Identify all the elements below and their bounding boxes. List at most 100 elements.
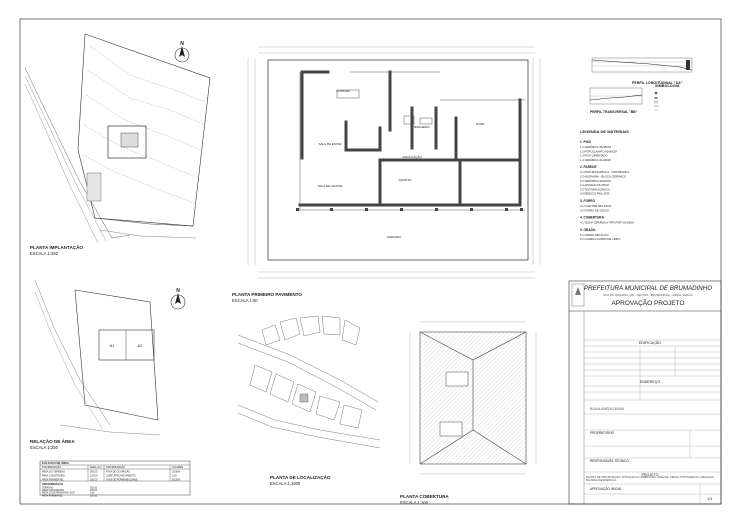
area-sub-title: DISCRIMINAÇÃO <box>42 481 63 486</box>
legend-item: 2.1 PINTURA ACRÍLICA - COR BRANCA <box>580 170 629 174</box>
location-plan-title: PLANTA DE LOCALIZAÇÃO <box>270 474 331 480</box>
site-plan-scale: ESCALA 1:250 <box>30 251 59 256</box>
legend-item: 1.1 CERÂMICA 45x45CM <box>580 145 612 149</box>
area-sub-label: ÁREA CONSTRUÍDA PAV. SUP. <box>42 492 75 495</box>
room-cozinha: COZINHA <box>336 89 350 93</box>
address-value: RUA ALAMEDA DIVINA <box>590 407 625 411</box>
area-label-a2: A2 <box>138 343 144 348</box>
legend-title: LEGENDA DE MATERIAIS <box>580 129 629 134</box>
longitudinal-profile <box>591 57 693 73</box>
area-sub-label: TERRENO <box>42 488 53 490</box>
roof-plan <box>409 321 537 475</box>
area-row-value: 500,00 <box>90 471 98 474</box>
area-sub-value: 500,00 <box>90 488 98 490</box>
area-sub-value: 250,00 <box>90 495 98 497</box>
area-row-value-2: 50,00% <box>172 479 181 482</box>
roof-plan-title: PLANTA COBERTURA <box>400 494 449 499</box>
area-row-value-2: 0,25 <box>172 475 177 478</box>
sheet-border <box>19 18 722 505</box>
area-table-title: CÁLCULO DE ÁREA <box>42 460 69 465</box>
area-row-label: ÁREA PERMEÁVEL <box>42 479 64 482</box>
sheet-number: 1/1 <box>708 497 713 501</box>
section-responsavel: RESPONSÁVEL TÉCNICO <box>590 458 629 463</box>
legend-item: 3.2 FORRO DE GESSO <box>580 208 609 212</box>
title-block: PREFEITURA MUNICIPAL DE BRUMADINHO RUA D… <box>568 280 722 505</box>
floor-plan: SALA DE ESTAR SALA DE JANTAR COZINHA BAN… <box>247 46 541 279</box>
room-circulacao: CIRCULAÇÃO <box>402 154 422 159</box>
longitudinal-profile-title: PERFIL LONGITUDINAL "AA" <box>632 81 683 85</box>
legend-item: 2.2 ALVENARIA - BLOCO CERÂMICO <box>580 175 626 179</box>
area-relation-scale: ESCALA 1:250 <box>30 445 59 450</box>
legend-item: 5.1 GRADIL METÁLICO <box>580 233 609 237</box>
project-desc-wrap: PLANTA DE IMPLANTAÇÃO, SITUAÇÃO E COBERT… <box>586 476 715 482</box>
legend-item: 1.2 PORCELANATO 60x60CM <box>580 149 618 153</box>
area-row-label: ÁREA CONSTRUÍDA <box>42 475 65 478</box>
north-arrow-pointer-2 <box>175 293 181 304</box>
area-table-h0: DISCRIMINAÇÃO <box>42 466 61 469</box>
area-sub-value: 0,00 <box>90 493 95 495</box>
floor-plan-scale: ESCALA 1:50 <box>232 298 258 303</box>
area-row-value: 125,00 <box>90 475 98 478</box>
legend-item: 3.1 LAJE PRÉ-MOLDADA <box>580 203 612 208</box>
legend-item: 4.1 TELHA CERÂMICA TIPO PORTUGUESA <box>580 221 634 225</box>
project-desc: PLANTA DE IMPLANTAÇÃO, SITUAÇÃO E COBERT… <box>586 476 715 482</box>
legend-item: 5.2 GUARDA-CORPO DE VIDRO <box>580 237 620 241</box>
area-sub-value: 125,00 <box>90 490 98 492</box>
area-sub-label: ÁREA CONSTRUÍDA <box>42 489 64 492</box>
legend-section-head: 5. GRADIL <box>580 228 596 232</box>
area-table-h2: DISCRIMINAÇÃO <box>106 466 125 469</box>
room-suite: SUITE <box>476 122 485 126</box>
section-projeto: PROJETO <box>642 473 659 477</box>
roof-plan-scale: ESCALA 1:100 <box>400 500 429 505</box>
simbologia-symbols <box>654 91 659 111</box>
room-banheiro: BANHEIRO <box>414 125 430 129</box>
approval-title: APROVAÇÃO PROJETO <box>611 298 684 307</box>
location-plan-scale: ESCALA 1:1000 <box>270 481 301 486</box>
simbologia-title: SIMBOLOGIA <box>655 84 680 88</box>
room-varanda: VARANDA <box>387 235 401 239</box>
area-row-label-2: COEF. APROVEITAMENTO <box>106 475 136 478</box>
prefeitura-name: PREFEITURA MUNICIPAL DE BRUMADINHO <box>584 285 712 292</box>
legend-section-head: 1. PISO <box>580 140 592 144</box>
area-relation-plan <box>34 279 161 436</box>
project-type: APROVAÇÃO INICIAL <box>590 486 622 491</box>
north-letter: N <box>180 41 184 47</box>
area-table-h1: ÁREA (m²) <box>90 466 102 469</box>
transversal-profile-title: PERFIL TRANSVERSAL "BB" <box>590 110 638 114</box>
north-arrow-pointer <box>179 46 185 57</box>
area-row-value-2: 25,00% <box>172 471 181 474</box>
area-row-label-2: TAXA DE OCUPAÇÃO <box>106 471 130 474</box>
legend-section-head: 2. PAREDE <box>580 165 597 169</box>
section-endereco: ENDEREÇO <box>640 380 661 384</box>
location-plan <box>237 315 381 449</box>
area-row-label: ÁREA DO TERRENO <box>42 471 65 474</box>
site-plan-title: PLANTA IMPLANTAÇÃO <box>30 244 83 250</box>
north-letter-2: N <box>176 288 180 294</box>
area-relation-title: RELAÇÃO DE ÁREA <box>30 438 75 444</box>
site-plan <box>24 33 211 244</box>
transversal-profile <box>589 87 643 105</box>
legend-section-head: 4. COBERTURA <box>580 216 605 220</box>
area-label-a1: A1 <box>110 343 116 348</box>
legend-item: 1.4 CERÂMICA 30x30CM <box>580 158 612 162</box>
room-quarto: QUARTO <box>399 178 412 182</box>
area-row-label-2: TAXA DE PERMEABILIDADE <box>106 479 138 482</box>
prefeitura-seal-icon <box>571 283 585 307</box>
legend-section-head: 3. FORRO <box>580 199 596 203</box>
area-relation-north: N <box>170 288 186 310</box>
section-proprietario: PROPRIETÁRIO <box>590 431 615 435</box>
area-table-rows: ÁREA DO TERRENO 500,00 TAXA DE OCUPAÇÃO 25,… <box>42 471 181 482</box>
area-row-value: 250,00 <box>90 479 98 482</box>
legend-item: 2.6 REBOCO PAULISTA <box>580 192 610 196</box>
section-edificacao: EDIFICAÇÃO <box>639 340 661 345</box>
floor-plan-title: PLANTA PRIMEIRO PAVIMENTO <box>232 292 302 297</box>
site-plan-north: N <box>174 41 190 63</box>
legend-item: 2.4 AZULEJO 15x15CM <box>580 183 609 187</box>
area-sub-label: ÁREA PERMEÁVEL <box>42 494 64 497</box>
prefeitura-address: RUA DO ROSÁRIO, 000 - CENTRO - BRUMADINH… <box>603 293 692 297</box>
room-sala-estar: SALA DE ESTAR <box>318 142 342 146</box>
